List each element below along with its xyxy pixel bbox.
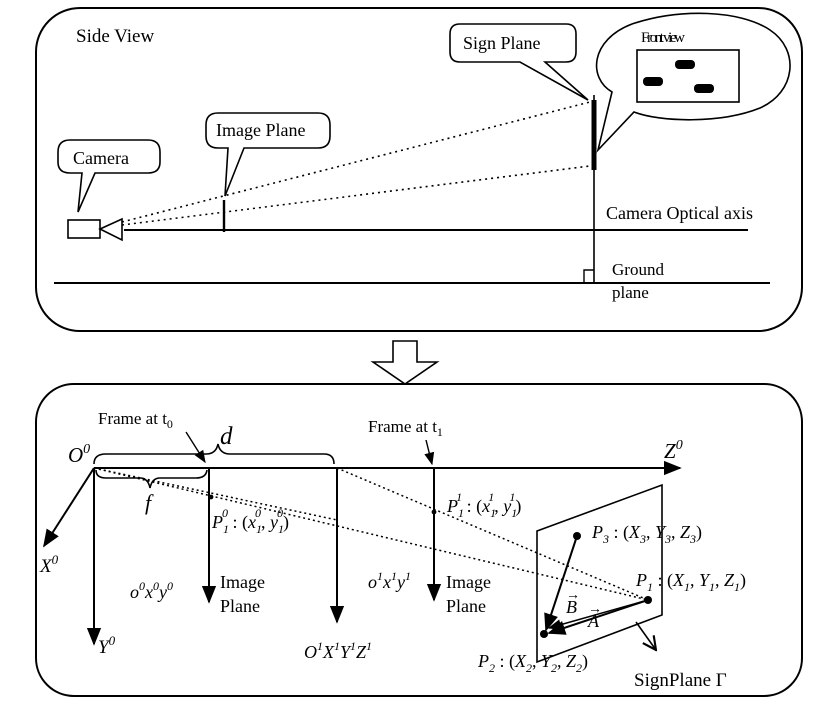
d-label: d bbox=[220, 423, 233, 450]
side-view-panel: Side View Camera Optical axis Ground pla… bbox=[35, 7, 803, 332]
ground-label-line2: plane bbox=[612, 283, 649, 302]
ray-o1-p1 bbox=[336, 467, 649, 601]
image-plane-t1-word1: Image bbox=[446, 572, 491, 592]
sign-blob-2 bbox=[643, 77, 663, 86]
frame-t1-pointer bbox=[424, 439, 435, 466]
image-plane-callout: Image Plane bbox=[205, 112, 331, 197]
vector-p3-p2 bbox=[544, 535, 578, 632]
frame-t0-label: Frame at t0 bbox=[98, 409, 173, 431]
sign-plane-callout: Sign Plane bbox=[449, 23, 589, 101]
image-coords-t1: o1x1y1 bbox=[368, 569, 411, 592]
right-angle-mark bbox=[583, 269, 594, 283]
o0-label: O0 bbox=[68, 442, 90, 467]
sign-plane-quad bbox=[536, 483, 663, 664]
f-brace bbox=[95, 469, 208, 489]
front-view-callout: Front view bbox=[595, 12, 791, 153]
frame-t1-label: Frame at t1 bbox=[368, 417, 443, 439]
image-plane-t1-word2: Plane bbox=[446, 596, 486, 616]
p2-point bbox=[540, 630, 548, 638]
frame-t0-pointer bbox=[185, 431, 206, 464]
x0-axis bbox=[43, 467, 95, 548]
transition-arrow bbox=[370, 340, 440, 385]
p1-label: P1 : (X1, Y1, Z1) bbox=[635, 570, 746, 594]
x0-label: X0 bbox=[39, 552, 59, 577]
front-view-sign bbox=[636, 49, 740, 103]
sign-blob-1 bbox=[675, 60, 695, 69]
camera-label: Camera bbox=[73, 148, 129, 168]
d-brace bbox=[93, 443, 335, 465]
sign-plane-label: Sign Plane bbox=[463, 33, 541, 53]
front-view-label: Front view bbox=[641, 30, 685, 46]
camera-icon bbox=[67, 217, 123, 242]
sign-plane-normal bbox=[635, 621, 656, 650]
model-view-frame bbox=[35, 383, 803, 697]
ray-bottom bbox=[121, 165, 591, 226]
vector-b bbox=[547, 599, 649, 630]
image-coords-t0: o0x0y0 bbox=[130, 579, 173, 602]
p1-0-point bbox=[208, 494, 214, 500]
signplane-label: SignPlane Γ bbox=[634, 670, 727, 691]
optical-axis-label: Camera Optical axis bbox=[606, 203, 753, 223]
image-plane-t0-word1: Image bbox=[220, 572, 265, 592]
ground-label-line1: Ground bbox=[612, 260, 664, 279]
vector-a bbox=[547, 599, 649, 635]
ray-top bbox=[121, 101, 591, 223]
a-vector-label: →A bbox=[587, 602, 602, 631]
image-plane-t0-word2: Plane bbox=[220, 596, 260, 616]
image-plane-label: Image Plane bbox=[216, 120, 305, 140]
camera-callout: Camera bbox=[57, 139, 161, 213]
model-view-panel: Z0 O0 X0 Y0 Frame at t0 d f O1X1Y1Z1 Fra… bbox=[35, 383, 803, 697]
ray-o0-o1 bbox=[93, 467, 338, 521]
b-vector-label: →B bbox=[566, 588, 580, 617]
z0-label: Z0 bbox=[664, 438, 683, 463]
side-view-title: Side View bbox=[76, 26, 154, 47]
sign-blob-3 bbox=[694, 84, 714, 93]
f-label: f bbox=[145, 490, 154, 515]
y0-label: Y0 bbox=[98, 633, 116, 658]
p1-1-point bbox=[431, 509, 437, 515]
